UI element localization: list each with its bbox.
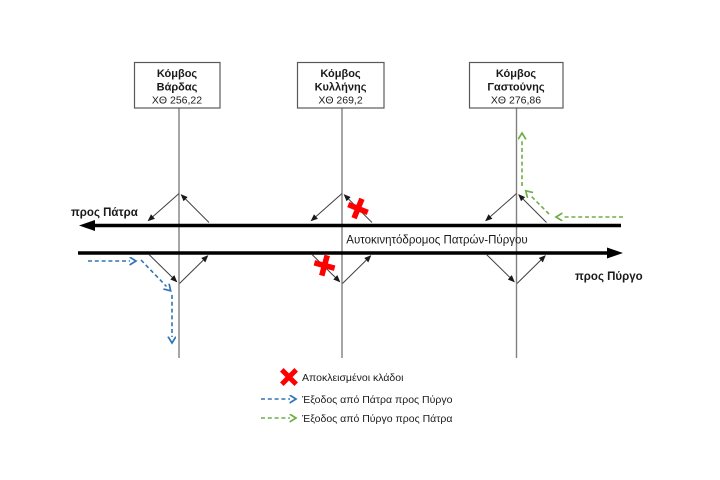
exit-path-pyrgos-to-patras xyxy=(522,139,623,217)
junction-box-kyllini: Κόμβος Κυλλήνης ΧΘ 269,2 xyxy=(296,61,385,109)
junction-chainage: ΧΘ 276,86 xyxy=(491,95,541,107)
legend-label-exit-patras-pyrgos: Έξοδος από Πάτρα προς Πύργο xyxy=(301,394,453,406)
closed-branch-x-icon-lower xyxy=(313,254,336,277)
junction-name-line1: Κόμβος xyxy=(320,68,361,80)
legend-item-exit-pyrgos-patras: Έξοδος από Πύργο προς Πάτρα xyxy=(261,413,452,425)
blue-path-ramp xyxy=(140,259,167,287)
junction-name-line1: Κόμβος xyxy=(496,68,537,80)
legend: Αποκλεισμένοι κλάδοι Έξοδος από Πάτρα πρ… xyxy=(261,368,453,425)
direction-label-patras: προς Πάτρα xyxy=(71,207,138,219)
junction-name-line1: Κόμβος xyxy=(157,68,198,80)
direction-label-pyrgos: προς Πύργο xyxy=(575,271,643,283)
onramp-eastbound xyxy=(179,255,209,284)
onramp-westbound xyxy=(485,193,517,222)
legend-item-exit-patras-pyrgos: Έξοδος από Πάτρα προς Πύργο xyxy=(261,394,453,406)
legend-item-closed-branches: Αποκλεισμένοι κλάδοι xyxy=(280,368,404,386)
road-name-label: Αυτοκινητόδρομος Πατρών-Πύργου xyxy=(346,235,527,247)
junction-box-vardas: Κόμβος Βάρδας ΧΘ 256,22 xyxy=(133,61,221,109)
exitramp-eastbound xyxy=(148,254,178,283)
exitramp-eastbound xyxy=(486,254,515,283)
junction-name-line2: Γαστούνης xyxy=(487,82,544,94)
exit-path-patras-to-pyrgos xyxy=(88,260,172,337)
onramp-westbound xyxy=(147,193,180,222)
onramp-eastbound xyxy=(342,255,372,284)
legend-label-closed-branches: Αποκλεισμένοι κλάδοι xyxy=(302,372,404,384)
exitramp-westbound xyxy=(180,194,210,223)
exitramp-westbound xyxy=(518,194,547,223)
junction-name-line2: Βάρδας xyxy=(157,82,198,94)
junction-box-gastouni: Κόμβος Γαστούνης ΧΘ 276,86 xyxy=(468,61,564,109)
junction-chainage: ΧΘ 269,2 xyxy=(318,95,363,107)
legend-label-exit-pyrgos-patras: Έξοδος από Πύργο προς Πάτρα xyxy=(301,413,452,425)
junction-name-line2: Κυλλήνης xyxy=(315,82,367,94)
closed-branch-x-icon-upper xyxy=(347,197,369,220)
onramp-westbound xyxy=(310,193,343,222)
closed-branch-x-icon xyxy=(280,368,298,386)
junction-chainage: ΧΘ 256,22 xyxy=(152,95,202,107)
green-path-ramp xyxy=(530,195,550,215)
ramps-gastouni xyxy=(485,193,547,284)
onramp-eastbound xyxy=(516,255,546,284)
ramps-vardas xyxy=(147,193,210,284)
